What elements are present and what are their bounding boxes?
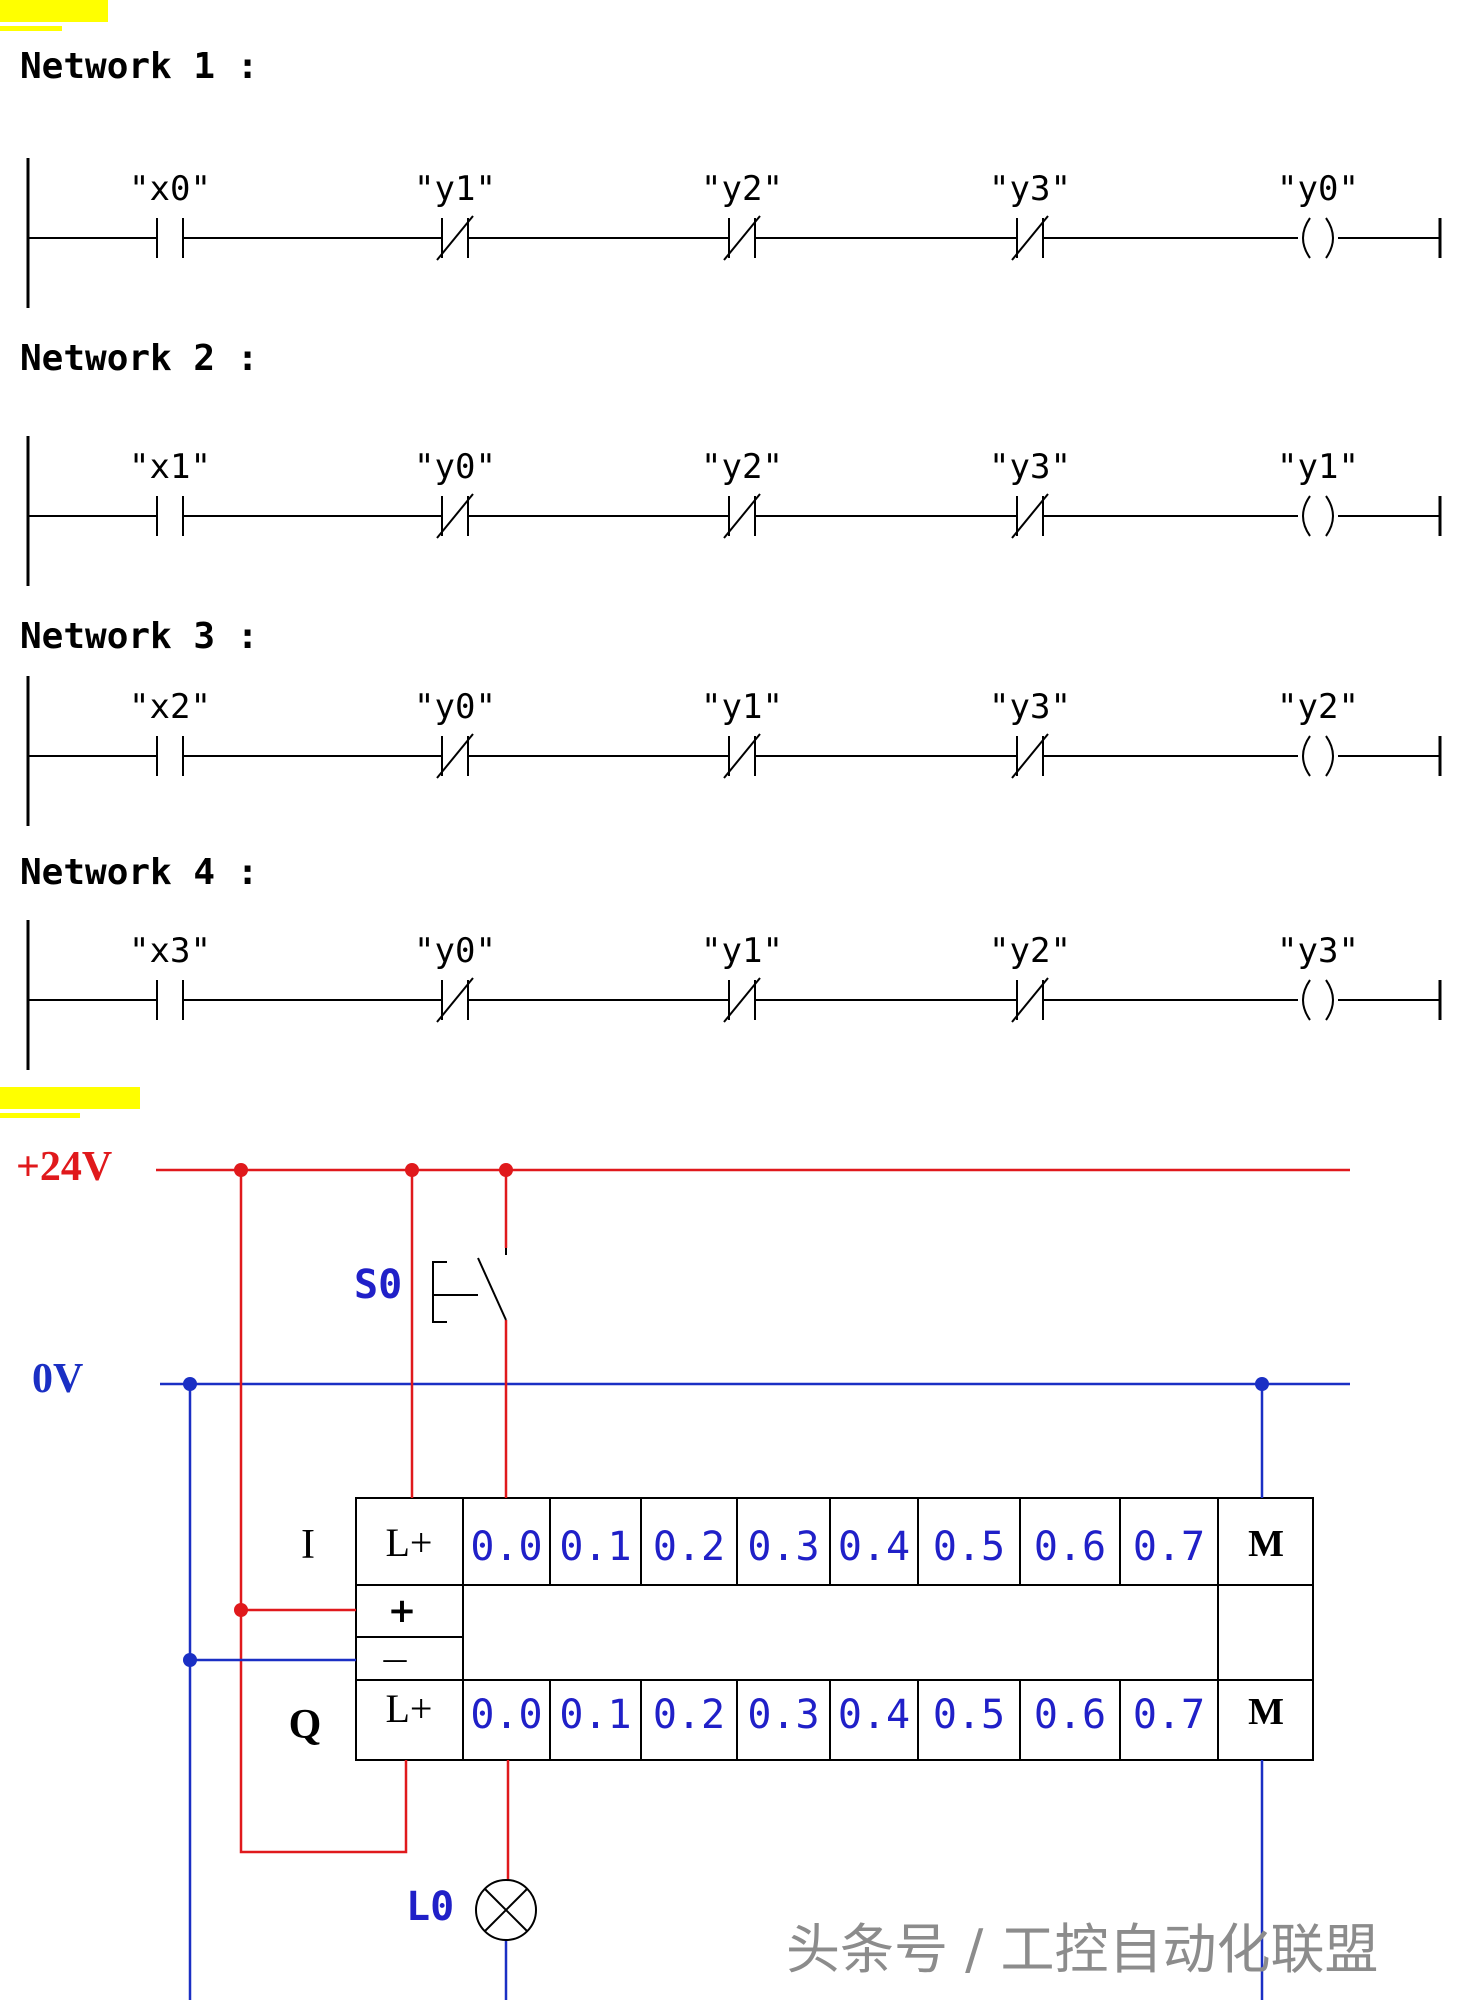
coil-left-bracket <box>1302 495 1311 537</box>
wiring-diagram: +24V 0V I Q L+ L+ + — M M 0.0 0.1 0.2 0.3 0.4 0.5 0.6 0.7… <box>16 1144 1350 2000</box>
coil-left-bracket <box>1302 979 1311 1021</box>
coil-label: "y3" <box>1277 931 1359 971</box>
output-terminal: 0.0 <box>470 1692 542 1738</box>
input-terminal: 0.3 <box>747 1524 819 1570</box>
switch-pushbutton-icon <box>432 1261 447 1323</box>
junction-dot <box>1255 1377 1269 1391</box>
coil-right-bracket <box>1325 735 1334 777</box>
nc-contact-label: "y3" <box>989 687 1071 727</box>
nc-contact-label: "y1" <box>701 931 783 971</box>
coil-right-bracket <box>1325 217 1334 259</box>
contact-nc-slash <box>723 733 761 779</box>
network-title: Network 2 : <box>20 338 258 379</box>
nc-contact-label: "y2" <box>701 447 783 487</box>
junction-dot <box>183 1653 197 1667</box>
output-terminal: 0.2 <box>653 1692 725 1738</box>
no-contact-label: "x3" <box>129 931 211 971</box>
network-title: Network 1 : <box>20 46 258 87</box>
output-terminal: 0.5 <box>933 1692 1005 1738</box>
lamp-icon-cross <box>484 1888 528 1932</box>
network-title: Network 4 : <box>20 852 258 893</box>
output-terminal: 0.4 <box>838 1692 910 1738</box>
no-contact-label: "x0" <box>129 169 211 209</box>
nc-contact-label: "y2" <box>989 931 1071 971</box>
coil-label: "y1" <box>1277 447 1359 487</box>
nc-contact-label: "y0" <box>414 931 496 971</box>
contact-nc-slash <box>1011 215 1049 261</box>
ladder-network-3: Network 3 : "x2" "y0" "y1" "y3" "y2" <box>20 616 1442 826</box>
ladder-diagram: Network 1 :"x0""y1""y2""y3""y0"Network 2… <box>20 46 1442 1070</box>
lamp-label: L0 <box>406 1884 454 1930</box>
contact-nc-slash <box>723 977 761 1023</box>
contact-nc-slash <box>1011 733 1049 779</box>
contact-nc-slash <box>436 733 474 779</box>
input-power-terminal: L+ <box>386 1520 433 1565</box>
ladder-network-2: Network 2 : "x1" "y0" "y2" "y3" "y1" <box>20 338 1442 586</box>
input-row-label: I <box>301 1522 315 1568</box>
nc-contact-label: "y1" <box>414 169 496 209</box>
ladder-network-4: Network 4 : "x3" "y0" "y1" "y2" "y3" <box>20 852 1442 1070</box>
no-contact-label: "x2" <box>129 687 211 727</box>
coil-label: "y0" <box>1277 169 1359 209</box>
input-terminal: 0.5 <box>933 1524 1005 1570</box>
switch-label: S0 <box>354 1262 402 1308</box>
junction-dot <box>499 1163 513 1177</box>
output-terminal: 0.3 <box>747 1692 819 1738</box>
output-row-label: Q <box>289 1702 322 1748</box>
contact-nc-slash <box>1011 977 1049 1023</box>
input-terminal: 0.6 <box>1034 1524 1106 1570</box>
input-terminal: 0.7 <box>1133 1524 1205 1570</box>
plc-module-frame <box>355 1497 1314 1761</box>
contact-nc-slash <box>1011 493 1049 539</box>
watermark-text: 头条号 / 工控自动化联盟 <box>786 1918 1379 1981</box>
highlight-mark-middle <box>0 1087 140 1109</box>
output-terminal: 0.7 <box>1133 1692 1205 1738</box>
highlight-mark-top-underline <box>0 26 62 31</box>
coil-right-bracket <box>1325 495 1334 537</box>
minus-terminal: — <box>382 1645 408 1675</box>
contact-nc-slash <box>436 215 474 261</box>
contact-nc-slash <box>436 493 474 539</box>
nc-contact-label: "y1" <box>701 687 783 727</box>
contact-nc-slash <box>723 493 761 539</box>
highlight-mark-middle-underline <box>0 1113 80 1118</box>
supply-zero-label: 0V <box>32 1356 83 1402</box>
input-terminal: 0.1 <box>559 1524 631 1570</box>
supply-positive-label: +24V <box>16 1144 112 1190</box>
nc-contact-label: "y3" <box>989 169 1071 209</box>
no-contact-label: "x1" <box>129 447 211 487</box>
junction-dot <box>183 1377 197 1391</box>
input-terminal: 0.4 <box>838 1524 910 1570</box>
output-common-terminal: M <box>1248 1691 1284 1733</box>
nc-contact-label: "y3" <box>989 447 1071 487</box>
coil-right-bracket <box>1325 979 1334 1021</box>
ladder-network-1: Network 1 : "x0" "y1" "y2" "y3" "y0" <box>20 46 1442 308</box>
contact-nc-slash <box>436 977 474 1023</box>
coil-left-bracket <box>1302 217 1311 259</box>
nc-contact-label: "y0" <box>414 447 496 487</box>
input-common-terminal: M <box>1248 1523 1284 1565</box>
lamp-icon <box>475 1879 537 1941</box>
network-title: Network 3 : <box>20 616 258 657</box>
coil-left-bracket <box>1302 735 1311 777</box>
junction-dot <box>405 1163 419 1177</box>
output-terminal: 0.1 <box>559 1692 631 1738</box>
nc-contact-label: "y2" <box>701 169 783 209</box>
positive-wire-to-output-lplus <box>239 1170 408 1854</box>
input-terminal: 0.0 <box>470 1524 542 1570</box>
highlight-mark-top <box>0 0 108 22</box>
plus-terminal: + <box>388 1591 417 1631</box>
junction-dot <box>234 1603 248 1617</box>
contact-nc-slash <box>723 215 761 261</box>
output-terminal: 0.6 <box>1034 1692 1106 1738</box>
nc-contact-label: "y0" <box>414 687 496 727</box>
output-power-terminal: L+ <box>386 1686 433 1731</box>
junction-dot <box>234 1163 248 1177</box>
switch-blade <box>477 1257 507 1321</box>
input-terminal: 0.2 <box>653 1524 725 1570</box>
coil-label: "y2" <box>1277 687 1359 727</box>
